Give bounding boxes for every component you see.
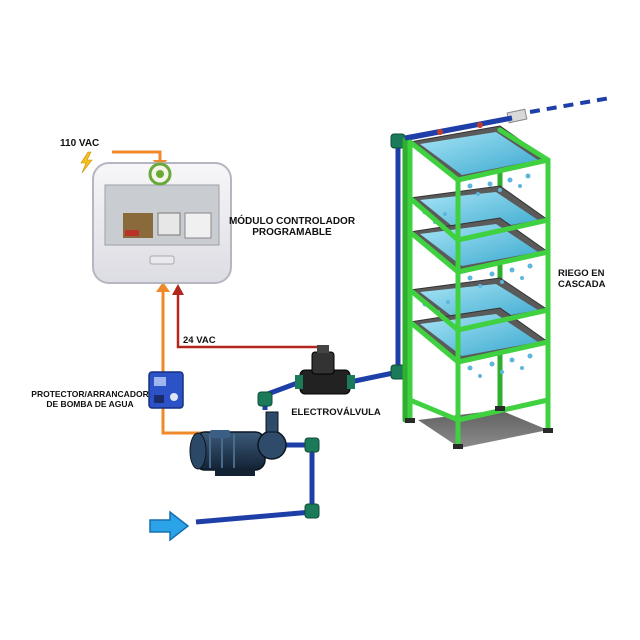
power-wire-arrow-icon [156,282,170,292]
control-wire-24vac [176,288,324,360]
lightning-icon [80,151,93,174]
water-pump [189,411,287,476]
spray-dashes [529,96,611,114]
control-voltage-label: 24 VAC [183,335,216,346]
power-wire-to-pump [161,408,205,435]
inlet-arrow-icon [149,510,190,542]
water-drops [422,173,533,378]
solenoid-valve [295,345,355,395]
power-input-wire [112,150,162,163]
controller-label: MÓDULO CONTROLADOR PROGRAMABLE [228,216,356,238]
pump-protector [148,371,184,409]
tower-distribution-pipe [404,115,513,141]
cascade-tower [402,115,553,449]
protector-label: PROTECTOR/ARRANCADOR DE BOMBA DE AGUA [31,389,149,409]
controller-module [92,162,232,284]
cascade-label: RIEGO EN CASCADA [558,268,606,290]
power-input-label: 110 VAC [60,138,100,149]
control-wire-arrow-icon [172,284,184,295]
pipe-fittings [257,133,406,519]
valve-label: ELECTROVÁLVULA [291,407,381,418]
tower-frame [407,127,551,449]
